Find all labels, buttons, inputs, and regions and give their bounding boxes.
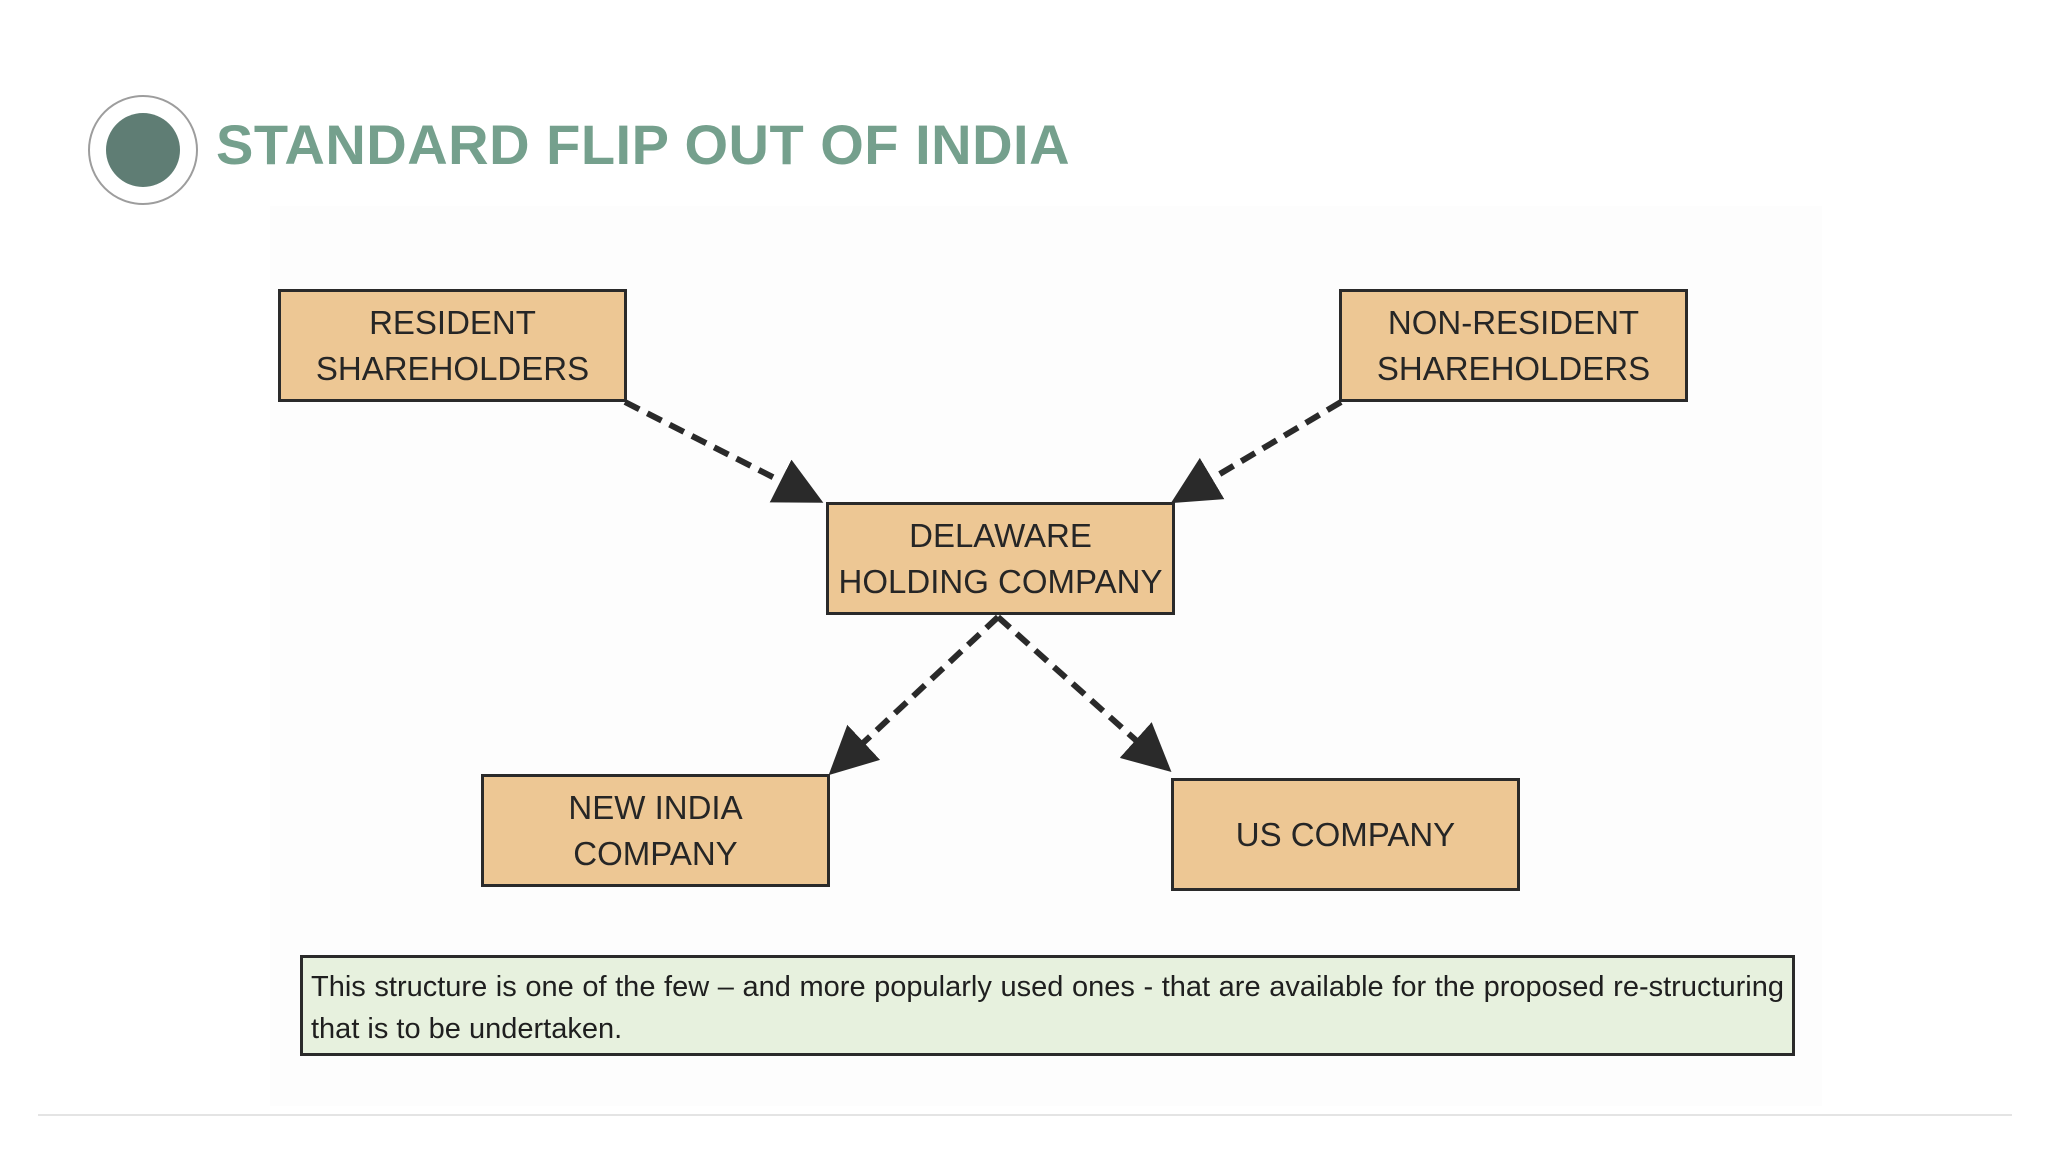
node-label: RESIDENT SHAREHOLDERS — [315, 303, 590, 387]
node-delaware-holding-company: DELAWARE HOLDING COMPANY — [826, 502, 1175, 615]
node-label: NON-RESIDENT SHAREHOLDERS — [1376, 303, 1651, 387]
node-us-company: US COMPANY — [1171, 778, 1520, 891]
structure-note: This structure is one of the few – and m… — [300, 955, 1795, 1056]
edge-resident-to-delaware — [623, 399, 824, 503]
edge-delaware-to-us — [996, 614, 1172, 772]
edge-delaware-to-new-india — [828, 614, 1001, 776]
edge-nonresident-to-delaware — [1170, 399, 1343, 504]
node-label: NEW INDIA COMPANY — [568, 788, 743, 872]
node-non-resident-shareholders: NON-RESIDENT SHAREHOLDERS — [1339, 289, 1688, 402]
node-resident-shareholders: RESIDENT SHAREHOLDERS — [278, 289, 627, 402]
node-label: US COMPANY — [1235, 815, 1456, 853]
footer-divider — [38, 1114, 2012, 1116]
node-new-india-company: NEW INDIA COMPANY — [481, 774, 830, 887]
node-label: DELAWARE HOLDING COMPANY — [838, 516, 1163, 600]
title-bullet-dot — [106, 113, 180, 187]
slide-title: STANDARD FLIP OUT OF INDIA — [216, 113, 1071, 176]
title-bullet-icon — [88, 95, 198, 205]
